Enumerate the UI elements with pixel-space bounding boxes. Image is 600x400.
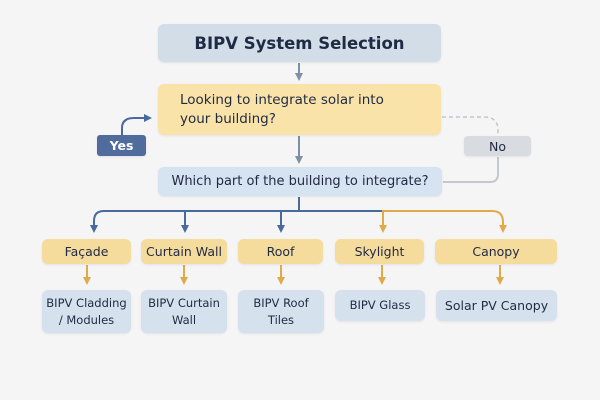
yes-label: Yes	[97, 135, 146, 156]
yes-text: Yes	[109, 138, 134, 153]
diagram-title: BIPV System Selection	[158, 24, 441, 62]
result-line-1: Solar PV Canopy	[444, 298, 549, 313]
category-label: Roof	[266, 244, 295, 259]
question-text: Looking to integrate solar into your bui…	[180, 91, 384, 129]
result-text: BIPV Curtain Wall	[148, 295, 220, 329]
category-label: Façade	[64, 244, 109, 259]
diagram-title-text: BIPV System Selection	[194, 33, 405, 53]
result-bipv-glass: BIPV Glass	[335, 290, 425, 321]
no-text: No	[489, 138, 506, 154]
no-dashed-line	[442, 116, 499, 135]
question-line-2: your building?	[180, 110, 276, 127]
result-bipv-curtain-wall: BIPV Curtain Wall	[141, 290, 227, 333]
result-line-1: BIPV Glass	[349, 298, 411, 312]
category-canopy: Canopy	[435, 239, 557, 264]
question2-text: Which part of the building to integrate?	[171, 174, 429, 189]
branch-gold	[382, 210, 507, 233]
result-line-1: BIPV Roof	[253, 295, 309, 310]
result-text: BIPV Cladding / Modules	[46, 295, 126, 329]
category-facade: Façade	[42, 239, 131, 264]
category-curtain-wall: Curtain Wall	[141, 239, 227, 264]
result-line-2: Wall	[171, 312, 197, 327]
category-label: Curtain Wall	[146, 244, 222, 259]
category-label: Skylight	[354, 244, 405, 259]
question-line-1: Looking to integrate solar into	[180, 91, 384, 108]
category-skylight: Skylight	[335, 239, 424, 264]
question-integrate-solar: Looking to integrate solar into your bui…	[158, 84, 441, 135]
result-solar-pv-canopy: Solar PV Canopy	[436, 290, 557, 321]
result-line-2: Tiles	[267, 312, 295, 327]
no-return-line	[443, 157, 499, 183]
result-text: BIPV Roof Tiles	[253, 295, 308, 329]
question-building-part: Which part of the building to integrate?	[158, 167, 442, 196]
category-label: Canopy	[472, 244, 520, 259]
result-line-1: BIPV Curtain	[148, 295, 220, 310]
yes-arrow	[121, 114, 152, 135]
result-bipv-roof-tiles: BIPV Roof Tiles	[238, 290, 324, 333]
result-line-1: BIPV Cladding	[46, 295, 127, 310]
result-line-2: / Modules	[58, 312, 115, 327]
category-roof: Roof	[238, 239, 323, 264]
result-bipv-cladding: BIPV Cladding / Modules	[42, 290, 131, 333]
no-label: No	[464, 136, 531, 156]
branch-facade	[90, 210, 382, 233]
